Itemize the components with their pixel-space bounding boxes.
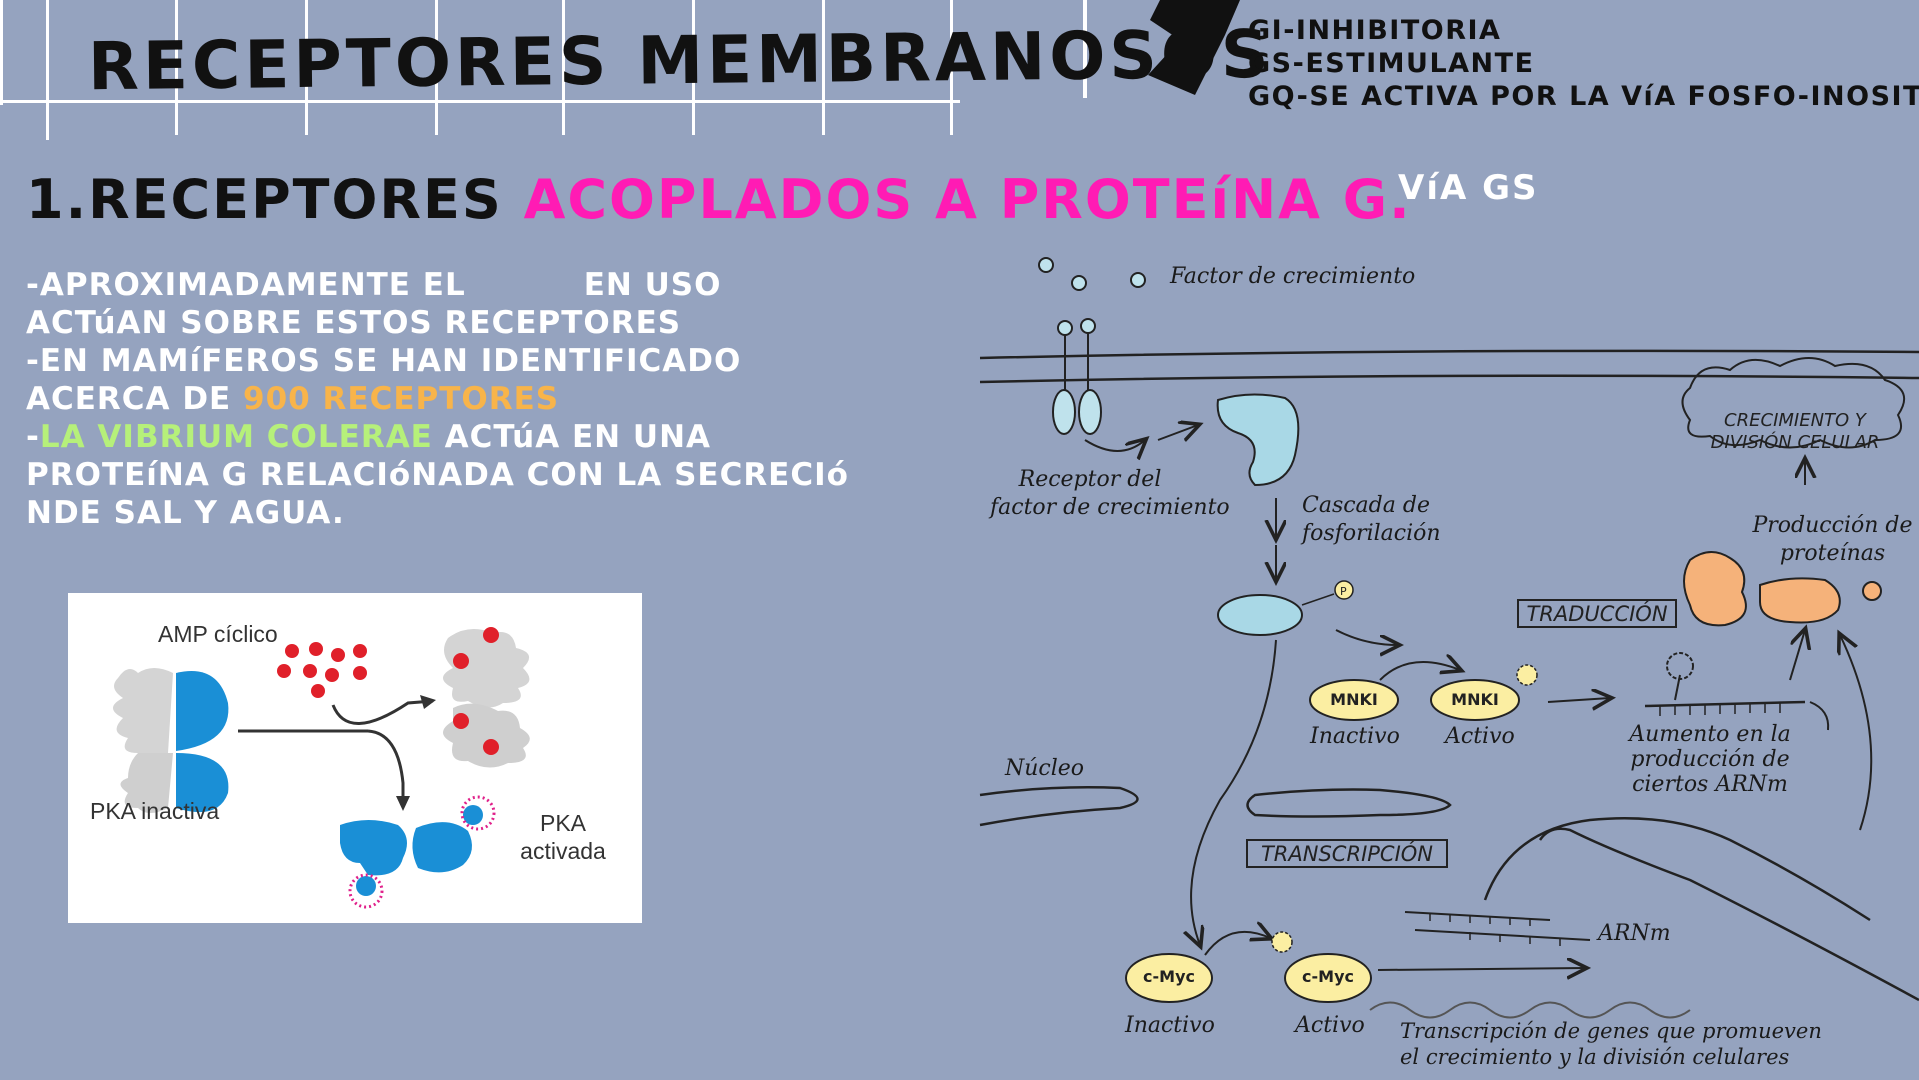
receptor-label: Receptor del factor de crecimiento: [990, 466, 1230, 522]
protein-blob: [1759, 577, 1841, 624]
arnm-label: ARNm: [1598, 921, 1671, 946]
g-protein-item: GQ-SE ACTIVA POR LA VíA FOSFO-INOSITOL: [1248, 81, 1919, 112]
header-grid-line: [1083, 0, 1087, 98]
body-text-span: -APROXIMADAMENTE EL: [26, 267, 466, 303]
transcription-desc-line: Transcripción de genes que promueven: [1400, 1019, 1822, 1043]
protein-production-label: Producción de proteínas: [1745, 512, 1919, 568]
mnk1-active-node: MNKI: [1451, 690, 1499, 709]
cascade-label-line: Cascada de: [1302, 493, 1430, 518]
translation-label: TRADUCCIÓN: [1526, 602, 1668, 626]
cmyc-inactive-label: Inactivo: [1125, 1013, 1215, 1038]
pka-active-label-line: PKA: [539, 810, 587, 836]
mrna-increase-label: Aumento en la producción de ciertos ARNm: [1610, 722, 1810, 797]
cmyc-active-label: Activo: [1295, 1013, 1365, 1038]
mnk1-inactive-node: MNKI: [1330, 690, 1378, 709]
header-grid-line: [692, 0, 695, 135]
growth-label-line: CRECIMIENTO Y: [1724, 410, 1866, 431]
body-line: NDE SAL Y AGUA.: [26, 495, 345, 531]
g-protein-list: GI-INHIBITORIA GS-ESTIMULANTE GQ-SE ACTI…: [1248, 14, 1919, 113]
protein-blob: [1862, 581, 1882, 601]
pka-active-catalytic: [340, 795, 496, 909]
mrna-increase-line: producción de: [1630, 747, 1790, 772]
pka-activation-figure: AMP cíclico PKA inactiva PKA activada: [68, 593, 642, 923]
body-text-span: -: [26, 419, 40, 455]
nucleus-membrane: [1483, 816, 1871, 922]
pka-catalytic-subunit: [176, 671, 229, 813]
body-highlight: LA VIBRIUM COLERAE: [39, 419, 433, 455]
camp-label: AMP cíclico: [158, 621, 278, 647]
phosphorylated-protein: [1217, 594, 1303, 636]
growth-factor-label: Factor de crecimiento: [1170, 264, 1416, 289]
body-line: PROTEíNA G RELACIóNADA CON LA SECRECIó: [26, 457, 849, 493]
cell-membrane: [979, 374, 1919, 384]
header-grid-line: [950, 0, 953, 135]
section-number: 1.RECEPTORES: [26, 168, 503, 231]
header-grid-line: [175, 0, 178, 135]
brush-stroke-decoration: [1148, 0, 1240, 95]
mrna-increase-line: Aumento en la: [1629, 722, 1791, 747]
header-grid-line: [562, 0, 565, 135]
body-highlight: 900 RECEPTORES: [243, 381, 560, 417]
transcription-desc-line: el crecimiento y la división celulares: [1400, 1045, 1790, 1069]
nucleus-membrane: [979, 786, 1139, 827]
body-text: -APROXIMADAMENTE EL EN USO ACTúAN SOBRE E…: [26, 266, 849, 532]
mrna-increase-line: ciertos ARNm: [1632, 772, 1788, 797]
via-gs-label: VíA GS: [1398, 168, 1539, 208]
svg-text:P: P: [1340, 585, 1347, 598]
nucleus-membrane: [1538, 827, 1919, 1002]
pka-active-label: PKA activada: [508, 809, 618, 865]
body-line: -EN MAMíFEROS SE HAN IDENTIFICADO: [26, 343, 742, 379]
receptor-label-line: factor de crecimiento: [990, 495, 1230, 520]
pka-regulatory-subunit: [113, 668, 173, 813]
cmyc-active-node: c-Myc: [1302, 967, 1354, 986]
body-line: ACTúAN SOBRE ESTOS RECEPTORES: [26, 305, 682, 341]
cell-membrane: [979, 349, 1919, 360]
pka-diagram: [113, 627, 530, 909]
header-grid-line: [822, 0, 825, 135]
body-text-span: ACERCA DE: [26, 381, 244, 417]
body-line: ACERCA DE 900 RECEPTORES: [26, 380, 826, 418]
cascade-protein: [1216, 393, 1300, 487]
growth-label-line: DIVISIÓN CELULAR: [1710, 432, 1880, 453]
pka-inactive-label: PKA inactiva: [90, 798, 220, 824]
pka-regulatory-bound-camp: [443, 627, 530, 768]
nucleus-membrane: [1246, 788, 1452, 818]
transcription-description: Transcripción de genes que promueven el …: [1400, 1018, 1822, 1070]
receptor-label-line: Receptor del: [1018, 467, 1162, 492]
transcription-label: TRANSCRIPCIÓN: [1260, 842, 1434, 866]
cascade-label-line: fosforilación: [1302, 521, 1441, 546]
growth-factor-receptor: [1052, 318, 1102, 435]
dna-strand: [1369, 1001, 1691, 1019]
growth-factor-pathway: P: [970, 240, 1919, 1080]
cmyc-inactive-node: c-Myc: [1143, 967, 1195, 986]
body-text-span: EN USO: [583, 267, 722, 303]
body-line: -LA VIBRIUM COLERAE ACTúA EN UNA: [26, 418, 826, 456]
nucleus-label: Núcleo: [1005, 756, 1085, 781]
header-grid-line: [0, 0, 3, 105]
protein-prod-line: Producción de: [1752, 513, 1913, 538]
section-highlight: ACOPLADOS A PROTEíNA G.: [523, 168, 1412, 231]
g-protein-item: GS-ESTIMULANTE: [1248, 48, 1535, 79]
header-grid-line: [0, 100, 960, 103]
body-line: -APROXIMADAMENTE EL EN USO: [26, 266, 826, 304]
mnk1-inactive-label: Inactivo: [1310, 724, 1400, 749]
section-heading: 1.RECEPTORES ACOPLADOS A PROTEíNA G.: [26, 168, 1412, 231]
header-grid-line: [435, 0, 438, 135]
body-text-span: ACTúA EN UNA: [432, 419, 712, 455]
cascade-label: Cascada de fosforilación: [1302, 492, 1441, 548]
growth-cloud: [1681, 357, 1906, 449]
g-protein-item: GI-INHIBITORIA: [1248, 15, 1502, 46]
protein-blob: [1683, 551, 1747, 627]
protein-prod-line: proteínas: [1779, 541, 1886, 566]
header-grid-line: [46, 0, 49, 140]
growth-division-label: CRECIMIENTO Y DIVISIÓN CELULAR: [1690, 410, 1900, 454]
page-title: RECEPTORES MEMBRANOSOS: [87, 15, 1273, 106]
pka-active-label-line: activada: [520, 838, 606, 864]
growth-factor-molecules: [1038, 257, 1146, 291]
pathway-drawing: P: [979, 257, 1919, 1019]
mnk1-active-label: Activo: [1445, 724, 1515, 749]
header-grid-line: [305, 0, 308, 135]
camp-molecules: [277, 642, 367, 698]
